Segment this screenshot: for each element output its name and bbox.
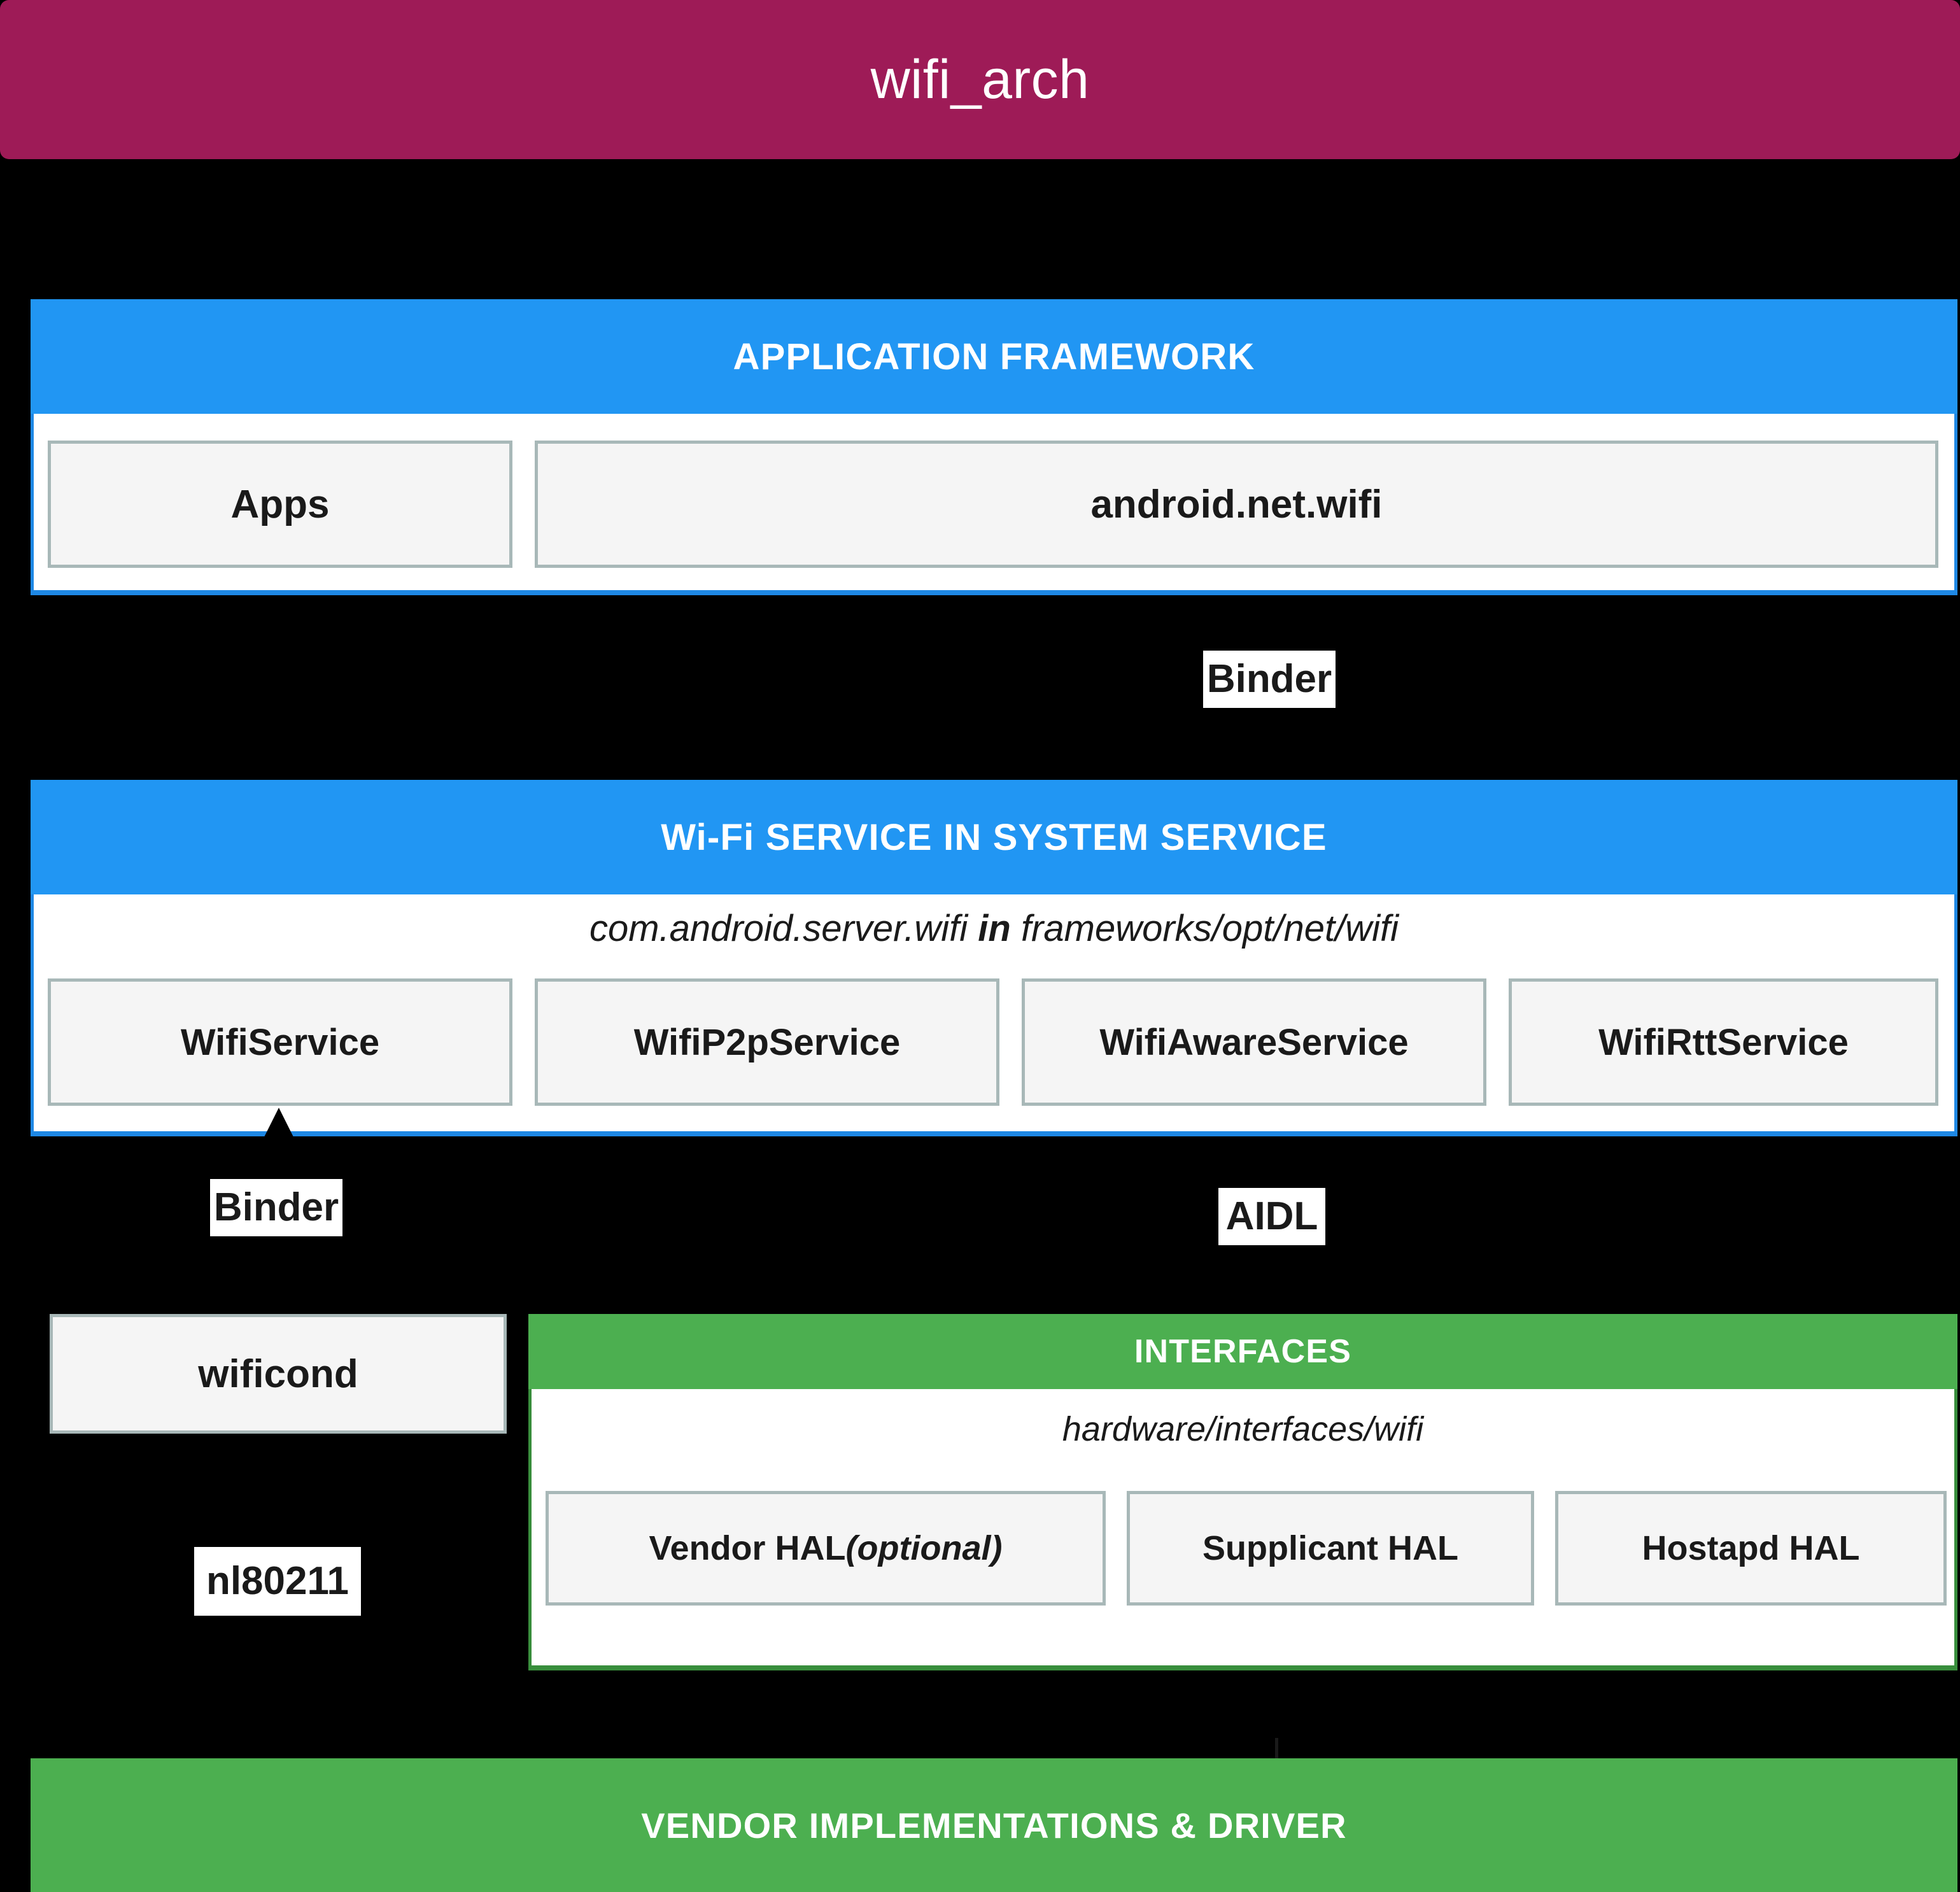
wifi-service-path: com.android.server.wifi in frameworks/op… [34,907,1954,950]
vendor-hal-box[interactable]: Vendor HAL (optional) [546,1491,1106,1606]
application-framework-header: APPLICATION FRAMEWORK [31,299,1957,414]
wifi-service-path-prefix: com.android.server.wifi [589,908,968,949]
vendor-implementations-header: VENDOR IMPLEMENTATIONS & DRIVER [641,1805,1347,1846]
interfaces-panel: INTERFACES hardware/interfaces/wifi Vend… [528,1314,1957,1670]
wifip2pservice-box[interactable]: WifiP2pService [535,978,999,1106]
interfaces-path: hardware/interfaces/wifi [1062,1410,1424,1448]
wifirttservice-box[interactable]: WifiRttService [1509,978,1938,1106]
hostapd-hal-label: Hostapd HAL [1642,1529,1860,1567]
hostapd-hal-box[interactable]: Hostapd HAL [1555,1491,1947,1606]
supplicant-hal-box[interactable]: Supplicant HAL [1127,1491,1534,1606]
vendor-implementations-bar: VENDOR IMPLEMENTATIONS & DRIVER [31,1758,1957,1892]
page-title: wifi_arch [870,49,1090,110]
aidl-label: AIDL [1218,1188,1325,1245]
vendor-connector-tick [1275,1738,1278,1758]
title-bar: wifi_arch [0,0,1960,159]
wifiservice-box[interactable]: WifiService [48,978,512,1106]
vendor-hal-optional-label: (optional) [845,1529,1003,1567]
interfaces-header: INTERFACES [528,1314,1957,1389]
wifi-service-path-joiner: in [978,908,1011,949]
binder-label-top: Binder [1203,651,1336,708]
apps-box[interactable]: Apps [48,441,512,568]
binder-label-bottom: Binder [210,1179,342,1236]
wifi-service-path-suffix: frameworks/opt/net/wifi [1020,908,1399,949]
wifi-service-body: com.android.server.wifi in frameworks/op… [31,894,1957,1136]
arrow-up-icon [262,1108,295,1141]
wifi-service-panel: Wi-Fi SERVICE IN SYSTEM SERVICE com.andr… [31,780,1957,1136]
wificond-box[interactable]: wificond [50,1314,507,1434]
wifiawareservice-box[interactable]: WifiAwareService [1022,978,1486,1106]
nl80211-label: nl80211 [194,1547,361,1616]
interfaces-body: hardware/interfaces/wifi Vendor HAL (opt… [528,1389,1957,1670]
wifi-service-header: Wi-Fi SERVICE IN SYSTEM SERVICE [31,780,1957,894]
supplicant-hal-label: Supplicant HAL [1202,1529,1458,1567]
application-framework-panel: APPLICATION FRAMEWORK Apps android.net.w… [31,299,1957,595]
application-framework-body: Apps android.net.wifi [31,414,1957,595]
vendor-hal-label: Vendor HAL [649,1529,846,1567]
android-net-wifi-box[interactable]: android.net.wifi [535,441,1938,568]
